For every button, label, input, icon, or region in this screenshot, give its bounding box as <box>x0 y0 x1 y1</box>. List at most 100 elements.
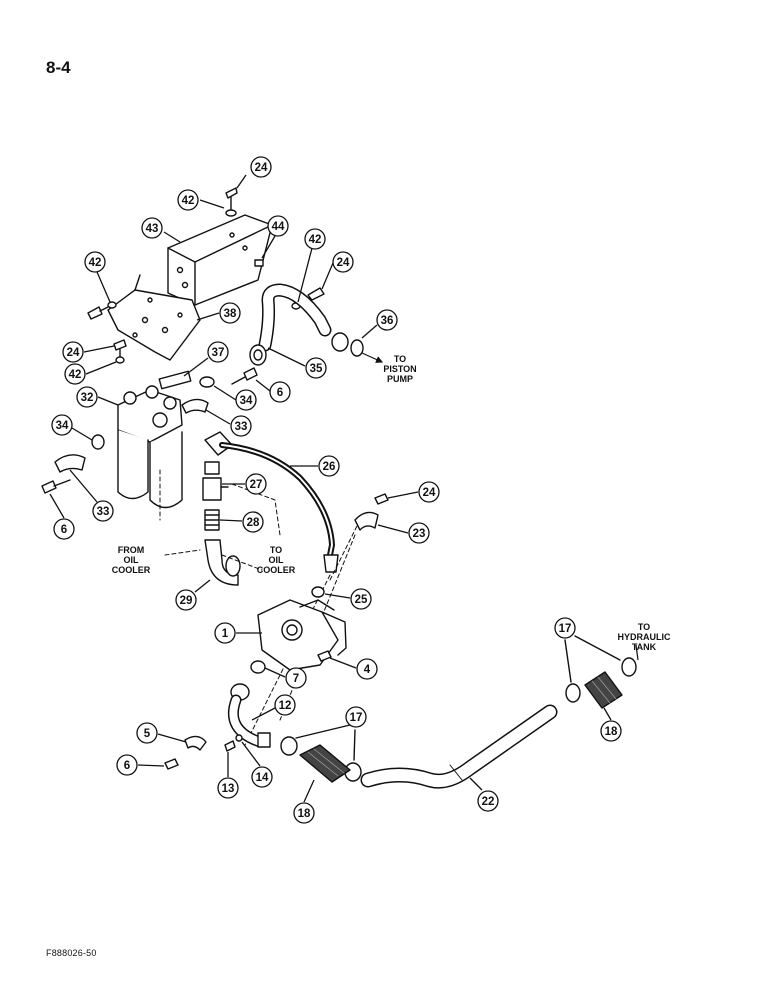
fitting-29 <box>204 539 241 586</box>
label-from-oil-cooler: FROM OIL COOLER <box>112 545 151 575</box>
callout: 5 <box>136 722 187 744</box>
callout: 22 <box>469 777 499 812</box>
svg-text:FROM: FROM <box>118 545 145 555</box>
svg-text:TO: TO <box>638 622 650 632</box>
callout: 6 <box>116 754 165 776</box>
callout: 13 <box>217 752 239 799</box>
plate-38 <box>107 274 201 361</box>
callout: 18 <box>600 707 622 742</box>
clamp-33-upper <box>181 398 209 414</box>
svg-text:27: 27 <box>250 479 263 491</box>
callout: 24 <box>236 156 272 189</box>
hose-22 <box>360 704 558 789</box>
svg-text:18: 18 <box>605 726 618 738</box>
callout: 35 <box>267 347 327 379</box>
svg-text:COOLER: COOLER <box>257 565 296 575</box>
svg-text:7: 7 <box>293 673 299 685</box>
hose-26 <box>219 442 339 573</box>
bolt-6-upper <box>231 367 258 385</box>
svg-text:38: 38 <box>224 308 237 320</box>
svg-text:OIL: OIL <box>124 555 140 565</box>
filter-head-32 <box>117 385 183 443</box>
callout: 14 <box>241 741 273 788</box>
callout: 37 <box>183 341 229 377</box>
callout: 4 <box>329 657 378 680</box>
fitting-28 <box>204 509 220 531</box>
callout: 1 <box>214 622 262 644</box>
svg-text:24: 24 <box>67 347 80 359</box>
sleeve-18-upper <box>584 671 623 709</box>
callout: 17 <box>345 706 367 728</box>
callout: 42 <box>64 361 117 385</box>
svg-text:6: 6 <box>61 524 67 536</box>
callout: 38 <box>196 302 241 324</box>
svg-text:OIL: OIL <box>269 555 285 565</box>
filter-canister-right <box>149 431 183 509</box>
callout: 34 <box>51 414 93 441</box>
bolt-24-left-lower <box>113 339 127 359</box>
callout: 42 <box>297 228 326 303</box>
svg-text:17: 17 <box>350 712 363 724</box>
svg-text:TO: TO <box>270 545 282 555</box>
bolt-6-left <box>41 479 71 494</box>
callout: 33 <box>69 469 114 522</box>
callout: 33 <box>205 409 252 437</box>
svg-text:PISTON: PISTON <box>383 364 416 374</box>
callout: 42 <box>177 189 225 211</box>
callout: 27 <box>222 473 267 495</box>
svg-text:26: 26 <box>323 461 336 473</box>
clamp-5 <box>184 735 207 751</box>
label-to-piston-pump: TO PISTON PUMP <box>361 352 417 384</box>
svg-text:13: 13 <box>222 783 235 795</box>
washer-14 <box>235 734 243 742</box>
svg-text:14: 14 <box>256 772 269 784</box>
svg-text:24: 24 <box>423 487 436 499</box>
arrow-17-a <box>564 639 572 683</box>
svg-text:25: 25 <box>355 594 368 606</box>
callout: 44 <box>261 215 289 259</box>
callout: 6 <box>255 379 291 403</box>
clamp-33-left <box>54 454 86 473</box>
svg-text:32: 32 <box>81 392 94 404</box>
svg-text:34: 34 <box>56 420 69 432</box>
callout: 26 <box>290 455 340 477</box>
screw-13 <box>224 740 236 752</box>
page-number: 8-4 <box>46 58 71 77</box>
svg-text:24: 24 <box>337 257 350 269</box>
callout: 6 <box>49 493 75 540</box>
svg-text:43: 43 <box>146 223 159 235</box>
svg-text:HYDRAULIC: HYDRAULIC <box>618 632 671 642</box>
svg-text:42: 42 <box>309 234 322 246</box>
svg-text:42: 42 <box>89 257 102 269</box>
svg-text:37: 37 <box>212 347 225 359</box>
callout: 23 <box>377 522 430 544</box>
svg-text:COOLER: COOLER <box>112 565 151 575</box>
svg-text:12: 12 <box>279 700 292 712</box>
svg-text:33: 33 <box>235 421 248 433</box>
arrow-17-b <box>574 635 621 661</box>
callout: 29 <box>175 579 211 611</box>
svg-text:TO: TO <box>394 354 406 364</box>
callout: 24 <box>62 341 115 363</box>
callout: 25 <box>324 588 372 610</box>
svg-text:6: 6 <box>277 387 283 399</box>
svg-text:6: 6 <box>124 760 130 772</box>
svg-text:4: 4 <box>364 664 371 676</box>
svg-text:22: 22 <box>482 796 495 808</box>
o-ring-top <box>199 376 215 388</box>
bolt-24-left-upper <box>87 305 111 320</box>
svg-text:PUMP: PUMP <box>387 374 413 384</box>
clamp-17-lower-a <box>280 736 298 756</box>
label-to-hydraulic-tank: TO HYDRAULIC TANK <box>618 622 671 661</box>
gasket-37 <box>158 370 192 390</box>
svg-text:18: 18 <box>298 808 311 820</box>
figure-code: F888026-50 <box>46 948 97 958</box>
svg-text:5: 5 <box>144 728 151 740</box>
o-ring-34-left <box>91 434 105 450</box>
clamp-23 <box>354 511 379 531</box>
callout: 43 <box>141 217 181 243</box>
callout: 28 <box>219 511 264 533</box>
svg-text:33: 33 <box>97 506 110 518</box>
label-to-oil-cooler: TO OIL COOLER <box>257 545 296 575</box>
svg-text:35: 35 <box>310 363 323 375</box>
